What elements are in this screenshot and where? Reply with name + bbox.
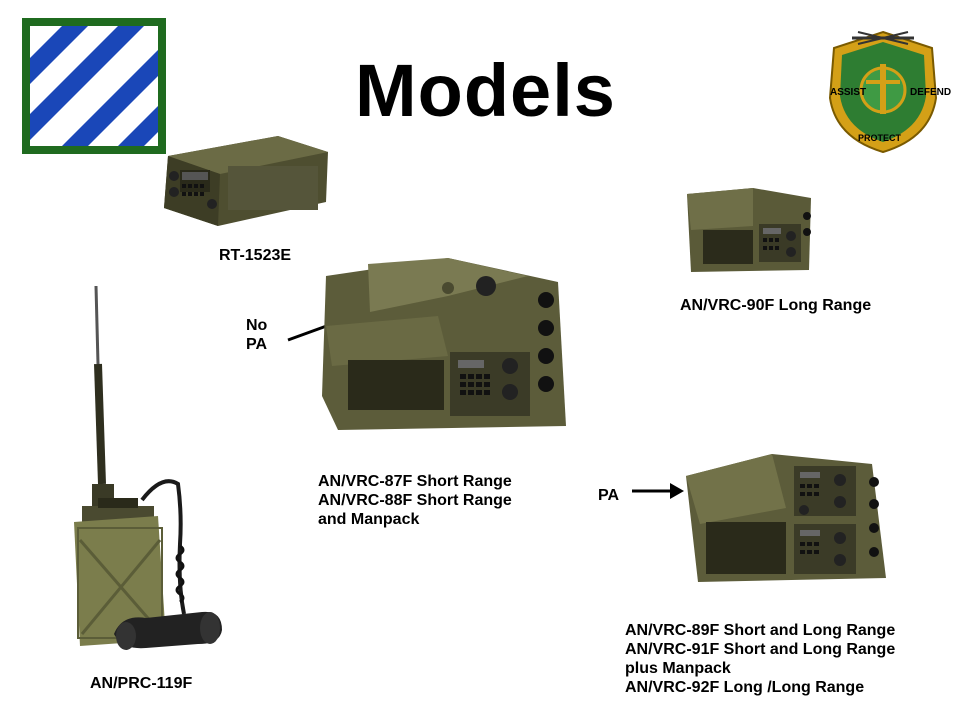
vrc88f-manpack-line: and Manpack bbox=[318, 511, 420, 528]
pa-label: PA bbox=[598, 487, 620, 504]
vrc90f-label: AN/VRC-90F Long Range bbox=[680, 297, 872, 314]
vrc89f-91f-92f-label: AN/VRC-89F Short and Long Range AN/VRC-9… bbox=[625, 621, 895, 697]
crest-motto-assist: ASSIST bbox=[830, 87, 867, 98]
vrc89f-radio-image bbox=[682, 452, 890, 584]
pa-arrow-icon bbox=[630, 480, 686, 502]
vrc88f-line: AN/VRC-88F Short Range bbox=[318, 492, 512, 509]
vrc87f-radio-image bbox=[318, 256, 570, 434]
no-pa-line-1: No bbox=[246, 317, 268, 334]
vrc90f-radio-image bbox=[683, 186, 815, 274]
military-police-crest-logo bbox=[822, 28, 944, 156]
slide-title: Models bbox=[355, 49, 616, 132]
prc119f-radio-image bbox=[62, 284, 230, 658]
no-pa-line-2: PA bbox=[246, 336, 268, 353]
crest-motto-protect: PROTECT bbox=[858, 133, 902, 143]
vrc87f-line: AN/VRC-87F Short Range bbox=[318, 473, 512, 490]
vrc92f-line: AN/VRC-92F Long /Long Range bbox=[625, 679, 865, 696]
crest-motto-defend: DEFEND bbox=[910, 87, 952, 98]
rt1523e-radio-image bbox=[158, 126, 334, 232]
prc119f-label: AN/PRC-119F bbox=[90, 675, 193, 692]
vrc87f-88f-label: AN/VRC-87F Short Range AN/VRC-88F Short … bbox=[318, 472, 512, 529]
vrc91f-manpack-line: plus Manpack bbox=[625, 660, 731, 677]
rt1523e-label: RT-1523E bbox=[219, 247, 292, 264]
vrc91f-line: AN/VRC-91F Short and Long Range bbox=[625, 641, 896, 658]
division-patch-logo bbox=[22, 18, 166, 154]
vrc89f-line: AN/VRC-89F Short and Long Range bbox=[625, 622, 896, 639]
no-pa-label: No PA bbox=[246, 316, 267, 354]
